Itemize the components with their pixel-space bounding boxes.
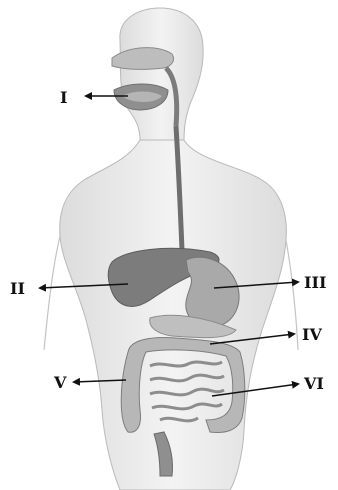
label-vi: VI xyxy=(303,374,324,393)
label-ii: II xyxy=(10,279,25,298)
label-iii: III xyxy=(304,273,326,292)
label-v: V xyxy=(53,373,67,392)
label-iv: IV xyxy=(302,325,322,344)
head-outline xyxy=(120,8,203,140)
label-i: I xyxy=(60,88,67,107)
left-arm-outline xyxy=(44,236,60,350)
